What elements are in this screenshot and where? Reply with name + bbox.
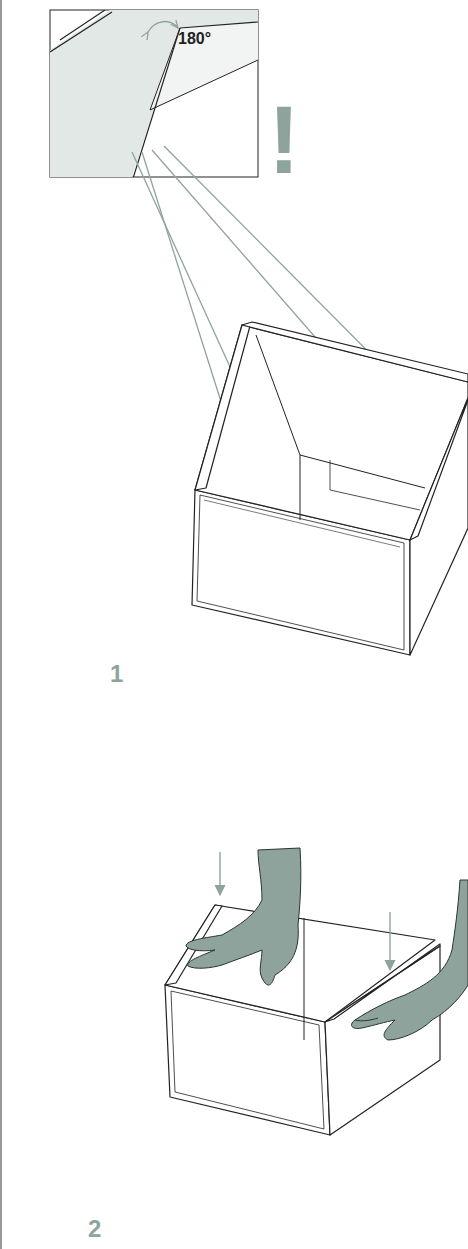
angle-label: 180° xyxy=(178,31,211,47)
fold-detail xyxy=(50,10,258,190)
page-border xyxy=(1,0,2,1249)
warning-mark: ! xyxy=(268,92,300,188)
open-box-step-1 xyxy=(192,322,468,655)
step-number: 2 xyxy=(88,1217,101,1241)
press-arrows xyxy=(220,852,390,970)
step-number: 1 xyxy=(110,662,123,686)
hands xyxy=(186,848,468,1040)
